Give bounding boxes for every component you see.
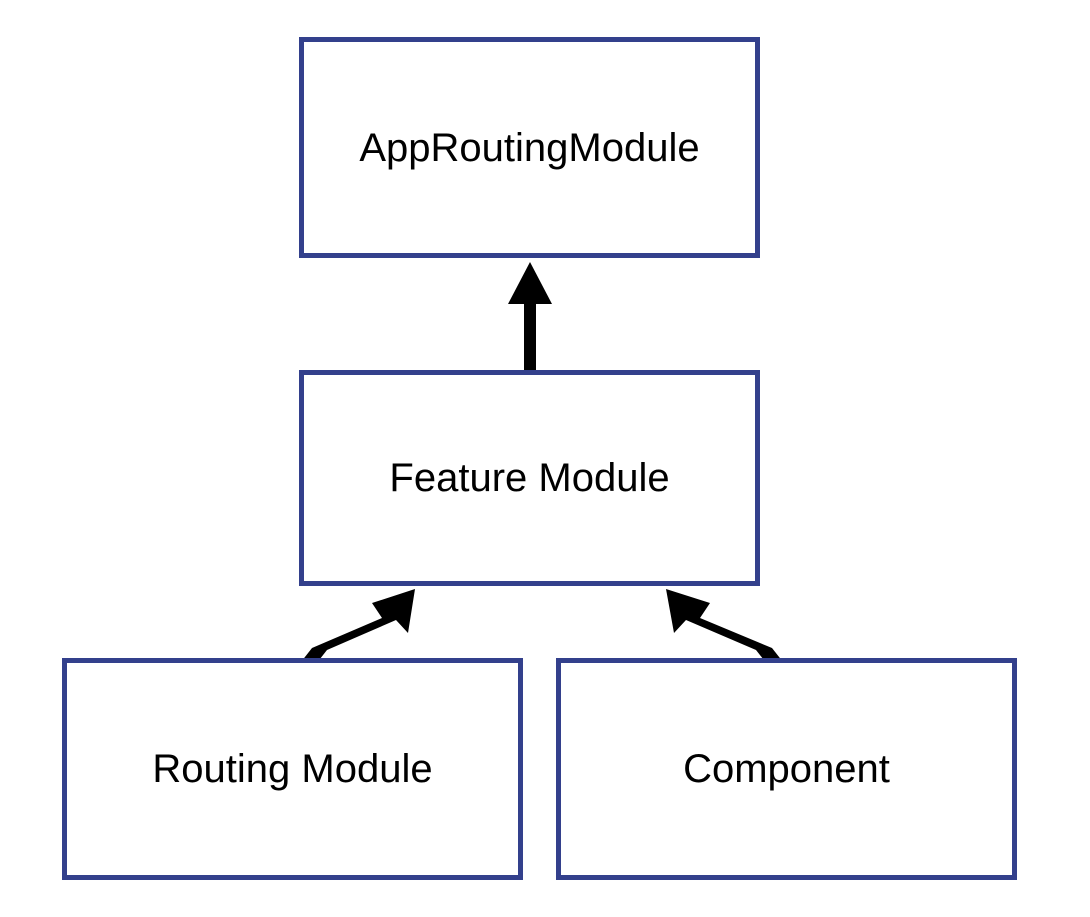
node-label-component: Component — [683, 747, 890, 791]
arrow-component-to-feature-module — [666, 589, 783, 664]
node-label-routing-module: Routing Module — [152, 747, 433, 791]
node-label-feature-module: Feature Module — [389, 456, 670, 500]
arrow-feature-module-to-app-routing-module — [508, 262, 552, 370]
node-label-app-routing-module: AppRoutingModule — [359, 125, 700, 170]
arrow-routing-module-to-feature-module — [301, 589, 415, 664]
node-feature-module[interactable]: Feature Module — [299, 370, 760, 586]
node-app-routing-module[interactable]: AppRoutingModule — [299, 37, 760, 258]
node-routing-module[interactable]: Routing Module — [62, 658, 523, 880]
node-component[interactable]: Component — [556, 658, 1017, 880]
